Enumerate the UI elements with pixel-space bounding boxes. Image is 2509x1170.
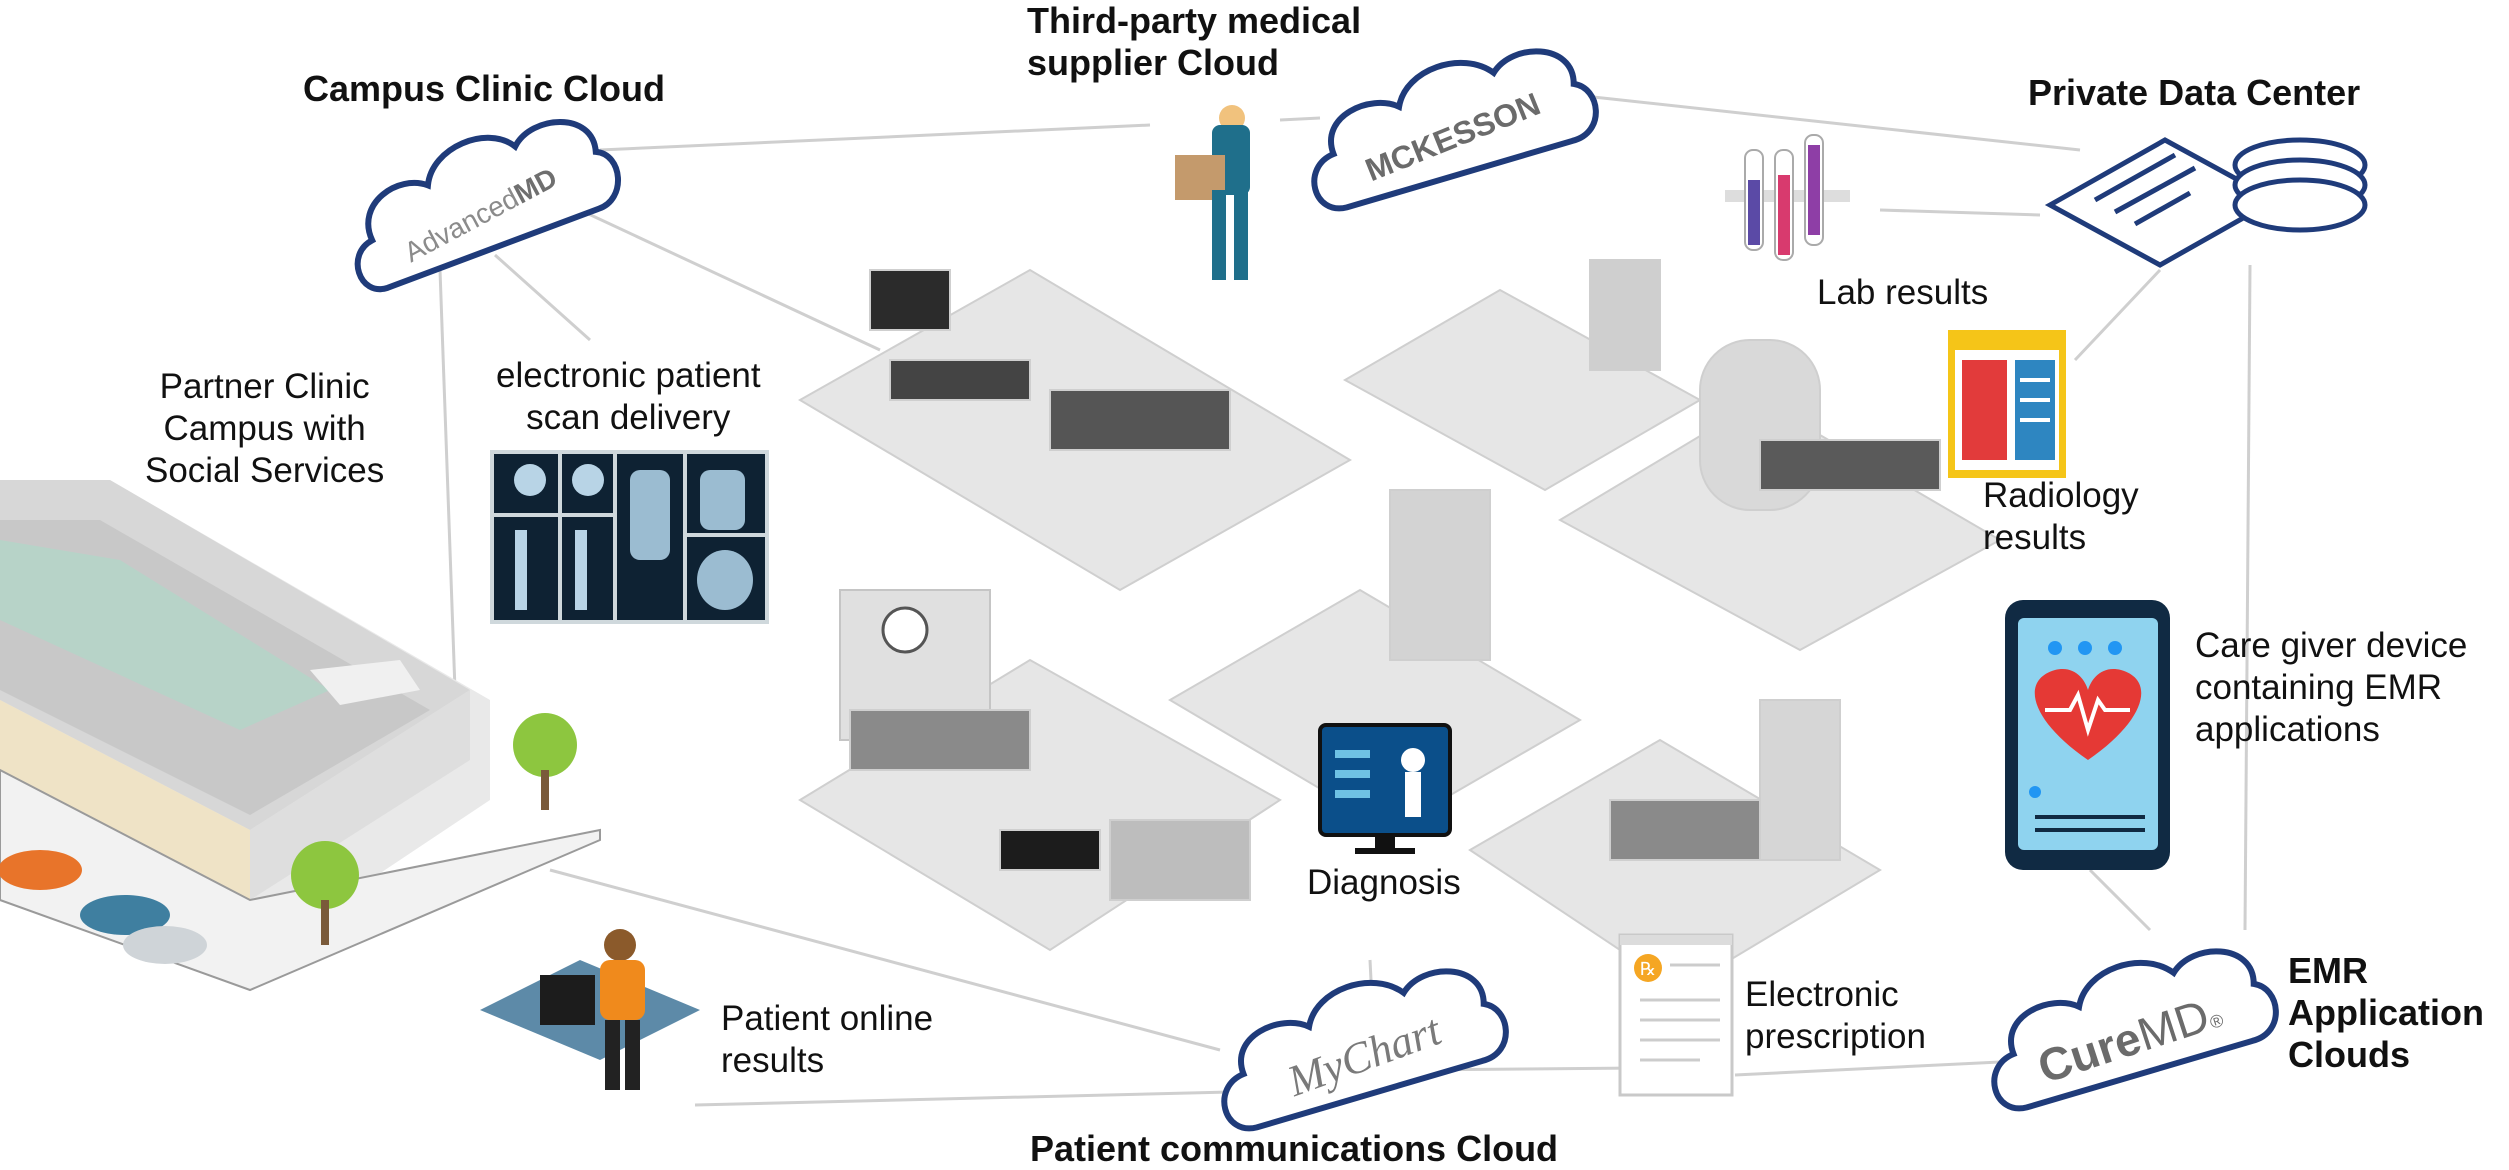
partner-label-line3: Social Services bbox=[145, 451, 385, 490]
patient-online-label-line2: results bbox=[721, 1041, 825, 1080]
third-party-label-line2: supplier Cloud bbox=[1027, 42, 1279, 83]
radiology-label-line2: results bbox=[1983, 518, 2087, 557]
care-label-line3: applications bbox=[2195, 710, 2380, 749]
lab-results-label: Lab results bbox=[1817, 273, 1989, 312]
advancedmd-cloud: AdvancedMD bbox=[354, 118, 621, 293]
test-tubes-icon bbox=[1725, 134, 1850, 261]
emr-application-clouds-label: EMR Application Clouds bbox=[2288, 950, 2484, 1076]
third-party-label-line1: Third-party medical bbox=[1027, 0, 1362, 41]
operator-desk-icon bbox=[480, 929, 700, 1090]
patient-online-label-line1: Patient online bbox=[721, 999, 934, 1038]
radiology-results-label: Radiology results bbox=[1983, 475, 2139, 559]
patient-online-results-label: Patient online results bbox=[721, 998, 933, 1082]
campus-building-illustration bbox=[0, 480, 601, 992]
line-prescription-curemd bbox=[1734, 1060, 2001, 1077]
eprescription-label-line2: prescription bbox=[1745, 1017, 1926, 1056]
line-datacenter-curemd bbox=[2243, 264, 2252, 931]
scan-label-line2: scan delivery bbox=[526, 398, 731, 437]
electronic-prescription-label: Electronic prescription bbox=[1745, 974, 1926, 1058]
private-data-center-label: Private Data Center bbox=[2028, 72, 2361, 113]
curemd-cloud: CureMD® bbox=[1991, 948, 2279, 1112]
emr-label-line1: EMR bbox=[2288, 950, 2368, 991]
line-operator-mychart bbox=[694, 1090, 1231, 1107]
campus-clinic-cloud-label: Campus Clinic Cloud bbox=[303, 68, 666, 109]
line-advancedmd-campus bbox=[438, 269, 457, 691]
prescription-document-icon: ℞ bbox=[1618, 933, 1734, 1097]
care-giver-device-label: Care giver device containing EMR applica… bbox=[2195, 625, 2467, 751]
mckesson-cloud: MCKESSON bbox=[1311, 48, 1599, 212]
care-label-line1: Care giver device bbox=[2195, 626, 2468, 665]
partner-label-line1: Partner Clinic bbox=[159, 367, 370, 406]
partner-label-line2: Campus with bbox=[163, 409, 366, 448]
mychart-cloud: MyChart bbox=[1221, 968, 1509, 1132]
patient-communications-cloud-label: Patient communications Cloud bbox=[1030, 1128, 1559, 1169]
line-advancedmd-lab-room bbox=[579, 208, 881, 352]
scan-label-line1: electronic patient bbox=[496, 356, 761, 395]
xray-scans-icon bbox=[490, 450, 769, 624]
line-lab-datacenter bbox=[1879, 208, 2041, 217]
line-supplier-mckesson bbox=[1279, 116, 1321, 122]
line-advancedmd-scan bbox=[493, 253, 592, 342]
diagnosis-monitor-icon bbox=[1318, 723, 1452, 854]
rx-icon: ℞ bbox=[1640, 959, 1656, 979]
line-mckesson-datacenter bbox=[1574, 93, 2081, 152]
line-radiology-datacenter bbox=[2073, 268, 2162, 362]
delivery-person-icon bbox=[1175, 105, 1250, 280]
partner-clinic-label: Partner Clinic Campus with Social Servic… bbox=[145, 366, 384, 492]
curemd-logo-trademark: ® bbox=[2207, 1010, 2226, 1033]
hospital-floor-illustration bbox=[798, 259, 2003, 992]
diagnosis-label: Diagnosis bbox=[1307, 863, 1461, 902]
scan-delivery-label: electronic patient scan delivery bbox=[496, 355, 761, 439]
emr-label-line3: Clouds bbox=[2288, 1034, 2410, 1075]
care-label-line2: containing EMR bbox=[2195, 668, 2443, 707]
line-advancedmd-supplier bbox=[599, 123, 1151, 152]
radiology-window-icon bbox=[1948, 330, 2066, 478]
floor-mri-room bbox=[1557, 398, 2003, 652]
radiology-label-line1: Radiology bbox=[1983, 476, 2139, 515]
emr-label-line2: Application bbox=[2288, 992, 2484, 1033]
third-party-supplier-cloud-label: Third-party medical supplier Cloud bbox=[1027, 0, 1361, 84]
caregiver-phone-icon bbox=[2005, 600, 2170, 870]
eprescription-label-line1: Electronic bbox=[1745, 975, 1899, 1014]
floor-clinic-room bbox=[1168, 588, 1582, 832]
floor-pharmacy-room bbox=[1468, 738, 1882, 992]
line-campus-mychart bbox=[549, 868, 1221, 1052]
line-device-curemd bbox=[2088, 868, 2152, 932]
data-center-icon bbox=[2044, 137, 2368, 268]
